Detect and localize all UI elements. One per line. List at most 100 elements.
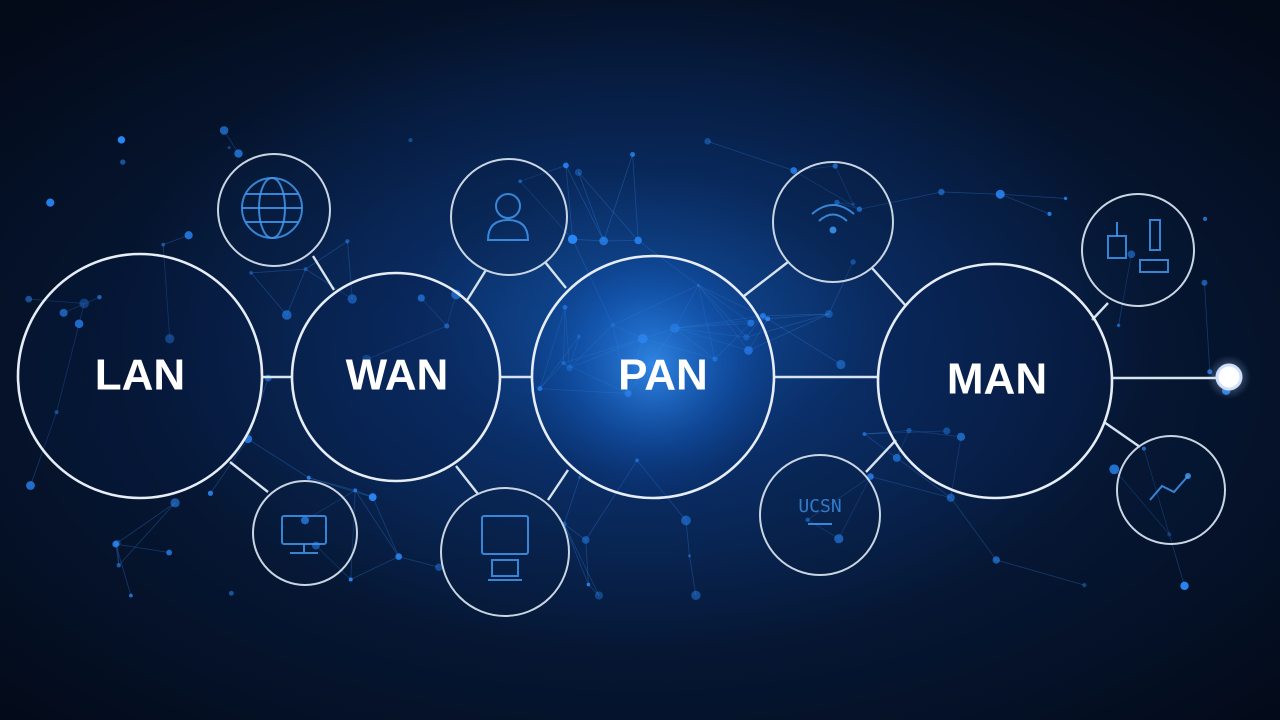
mesh-line [864, 430, 910, 435]
mesh-line [163, 234, 189, 246]
mesh-line [372, 497, 400, 557]
mesh-dot [518, 179, 522, 184]
mesh-dot [832, 163, 838, 169]
mesh-line [563, 477, 581, 525]
mesh-dot [765, 316, 771, 322]
mesh-line [421, 297, 448, 327]
mesh-line [1000, 193, 1066, 199]
mesh-line [115, 502, 176, 545]
connector-man-lab [1091, 302, 1109, 321]
mesh-line [563, 523, 600, 596]
mesh-dot [300, 516, 309, 525]
mesh-line [864, 430, 947, 435]
mesh-dot [1167, 532, 1172, 537]
mesh-dot [79, 298, 89, 309]
wifi-node [772, 161, 894, 283]
mesh-dot [687, 554, 691, 558]
mesh-dot [116, 563, 121, 568]
mesh-line [28, 298, 85, 304]
mesh-dot [856, 206, 863, 212]
mesh-dot [112, 540, 119, 548]
mesh-dot [170, 498, 180, 508]
mesh-dot [54, 410, 59, 415]
mesh-line [807, 476, 871, 521]
mesh-dot [361, 354, 372, 365]
wan-node: WAN [290, 271, 502, 483]
mesh-line [632, 154, 639, 241]
mesh-line [223, 130, 239, 154]
mesh-line [1113, 469, 1170, 535]
mesh-dot [120, 159, 126, 165]
connector-man-code [865, 439, 897, 473]
mesh-line [565, 165, 605, 242]
lan-node: LAN [16, 252, 264, 500]
code-icon-text: UCSN [798, 496, 841, 517]
mesh-line [859, 191, 942, 210]
mesh-dot [368, 493, 377, 502]
mesh-dot [234, 149, 243, 158]
mesh-dot [704, 138, 711, 145]
mesh-line [838, 476, 871, 539]
mesh-line [117, 543, 120, 566]
mesh-dot [74, 319, 84, 329]
connector-man-chart [1103, 421, 1141, 448]
mesh-line [56, 323, 80, 413]
mesh-line [115, 544, 120, 566]
mesh-line [603, 154, 633, 242]
mesh-dot [306, 475, 311, 480]
mesh-line [565, 165, 574, 240]
mesh-line [251, 268, 306, 274]
mesh-dot [249, 270, 253, 275]
mesh-line [836, 202, 854, 205]
mesh-dot [938, 188, 945, 196]
mesh-line [950, 497, 997, 561]
mesh-line [707, 140, 794, 171]
mesh-dot [790, 167, 798, 174]
mesh-line [793, 170, 860, 210]
mesh-dot [634, 236, 643, 245]
mesh-line [563, 523, 586, 541]
mesh-dot [850, 259, 856, 265]
monitor-icon [281, 515, 327, 554]
mesh-dot [1127, 250, 1136, 259]
mesh-dot [161, 242, 166, 247]
mesh-line [563, 523, 589, 585]
mesh-line [519, 180, 573, 240]
mesh-dot [228, 590, 234, 596]
connector-pan-computer [547, 469, 569, 501]
computer-node [440, 487, 570, 617]
mesh-dot [824, 310, 833, 318]
mesh-dot [117, 136, 126, 144]
mesh-line [118, 502, 176, 566]
mesh-dot [1180, 581, 1189, 591]
lan-label: LAN [95, 351, 185, 400]
pan-glow [532, 256, 774, 498]
mesh-line [1168, 534, 1185, 586]
mesh-line [578, 172, 605, 242]
lab-icon [1107, 219, 1169, 273]
mesh-line [941, 191, 1001, 195]
mesh-line [588, 584, 600, 596]
mesh-dot [348, 577, 353, 582]
mesh-dot [1116, 323, 1121, 328]
mesh-dot [451, 289, 462, 300]
mesh-line [762, 313, 829, 317]
mesh-dot [995, 189, 1005, 199]
mesh-line [1204, 282, 1211, 372]
mesh-dot [956, 432, 966, 441]
mesh-dot [862, 432, 867, 436]
chart-node [1116, 435, 1226, 545]
mesh-line [520, 165, 567, 182]
connector-man-wifi [871, 267, 907, 307]
mesh-dot [681, 515, 691, 526]
user-icon [486, 193, 530, 241]
mesh-dot [581, 536, 590, 544]
mesh-line [350, 490, 356, 580]
connector-wan-user [464, 269, 488, 303]
mesh-line [115, 543, 132, 596]
mesh-dot [345, 239, 350, 244]
mesh-line [767, 318, 842, 365]
lab-node [1081, 193, 1195, 307]
network-nodes: LAN WAN PAN MAN [16, 252, 1114, 500]
